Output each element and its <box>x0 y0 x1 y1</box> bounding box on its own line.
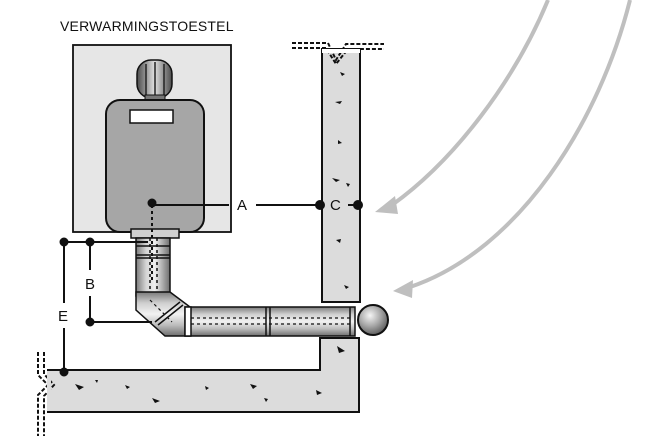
label-b: B <box>85 276 95 293</box>
boiler-knob <box>136 59 173 102</box>
flue-pipe-elbow <box>135 291 191 337</box>
label-a: A <box>237 197 247 214</box>
arrow-lower <box>393 0 632 298</box>
flue-pipe-horizontal <box>184 306 356 337</box>
vertical-wall <box>321 48 361 303</box>
flue-terminal-cap <box>357 304 389 336</box>
dimension-c <box>348 200 363 210</box>
boiler-outlet-collar <box>130 228 180 239</box>
arrow-upper <box>375 0 550 214</box>
label-e: E <box>58 308 68 325</box>
appliance-title: VERWARMINGSTOESTEL <box>60 18 234 34</box>
floor-wall <box>47 337 360 413</box>
dimension-a <box>147 198 325 282</box>
boiler-display <box>129 109 174 124</box>
label-c: C <box>330 197 341 214</box>
dimension-e <box>59 237 148 377</box>
